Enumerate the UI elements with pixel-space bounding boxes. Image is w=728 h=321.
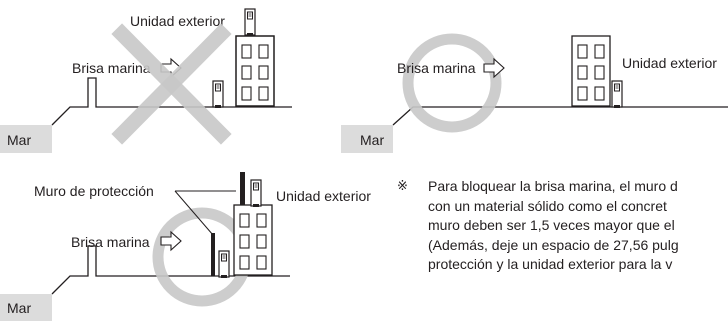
wind-label: Brisa marina (397, 60, 476, 76)
outdoor-unit-roof (244, 8, 256, 37)
sea-box (0, 294, 52, 321)
diagram-correct-behind-building: Mar Brisa marina Unidad exterior (341, 33, 728, 153)
building (233, 204, 273, 276)
ground-line (51, 77, 292, 126)
building (571, 35, 611, 107)
sea-box (341, 125, 393, 153)
sea-label: Mar (360, 132, 384, 148)
diagram-incorrect: Mar Unidad exterior Brisa marina (0, 8, 292, 153)
unit-label: Unidad exterior (276, 188, 371, 204)
outdoor-unit-roof (250, 179, 262, 208)
note-line: con un material sólido como el concret (428, 197, 667, 214)
note-line: Para bloquear la brisa marina, el muro d (428, 178, 678, 194)
unit-label: Unidad exterior (622, 55, 717, 71)
wind-label: Brisa marina (72, 60, 151, 76)
correct-mark (152, 207, 252, 307)
diagram-correct-with-wall: Mar Muro de protección Unidad exterior B… (0, 172, 371, 321)
outdoor-unit-ground (218, 250, 230, 279)
sea-label: Mar (7, 300, 31, 316)
protective-wall (211, 233, 215, 276)
wind-label: Brisa marina (71, 234, 150, 250)
ground-line (51, 245, 290, 295)
correct-mark (402, 33, 502, 133)
installation-note: ※ Para bloquear la brisa marina, el muro… (397, 177, 728, 275)
sea-label: Mar (7, 132, 31, 148)
wall-label: Muro de protección (34, 183, 154, 199)
outdoor-unit-ground (212, 80, 224, 109)
note-line: (Además, deje un espacio de 27,56 pulg (428, 236, 679, 253)
roof-wall (240, 172, 245, 205)
unit-label: Unidad exterior (130, 13, 225, 29)
sea-box (0, 125, 52, 153)
building (235, 35, 275, 107)
outdoor-unit (611, 80, 623, 109)
wall-leader-line (174, 190, 236, 236)
incorrect-mark (111, 23, 232, 145)
note-line: protección y la unidad exterior para la … (428, 256, 673, 272)
note-line: muro deben ser 1,5 veces mayor que el (428, 217, 675, 233)
note-symbol: ※ (397, 179, 408, 194)
